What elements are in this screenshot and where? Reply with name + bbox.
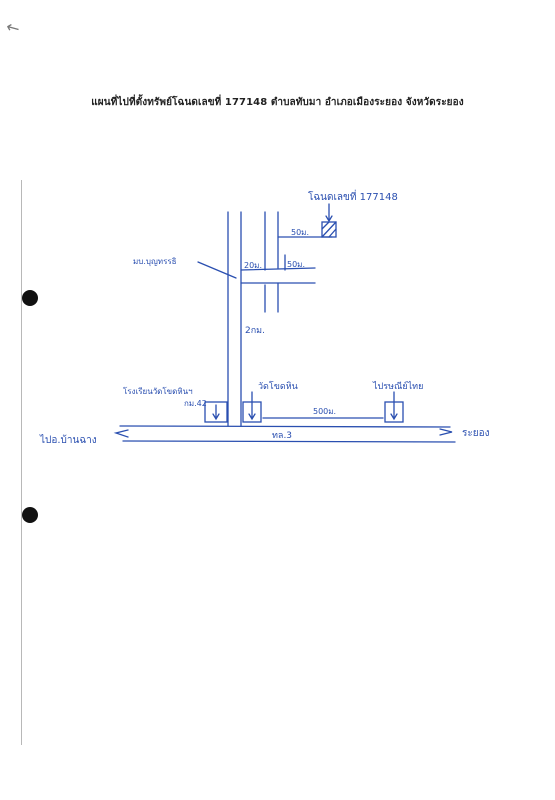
page-margin-line — [21, 180, 22, 745]
alley-pointer — [197, 261, 237, 279]
alley-label: มบ.บุญทรรธิ — [133, 257, 177, 266]
highway-top-edge — [119, 425, 451, 428]
highway-bottom-edge — [122, 440, 456, 443]
soi-top-edge — [240, 267, 316, 271]
binder-hole-bottom — [22, 507, 38, 523]
to-right-label: ระยอง — [462, 428, 490, 439]
landmark-left-box — [204, 401, 228, 423]
landmark-right-label: ไปรษณีย์ไทย — [372, 380, 423, 392]
arrow-left — [113, 429, 129, 438]
highway-label: ทล.3 — [272, 431, 292, 441]
binder-hole-top — [22, 290, 38, 306]
page-title: แผนที่ไปที่ตั้งทรัพย์โฉนดเลขที่ 177148 ต… — [91, 97, 464, 108]
landmark-mid-label: วัดโขดหิน — [258, 381, 298, 392]
landmark-left-line2: กม.42 — [184, 399, 207, 408]
dist-20: 20ม. — [244, 261, 262, 270]
dist-2km: 2กม. — [245, 326, 265, 336]
arrow-right — [439, 428, 453, 436]
landmark-left-line1: โรงเรียนวัดโขดหินฯ — [123, 386, 193, 396]
dist-50-top: 50ม. — [291, 228, 309, 237]
dist-500: 500ม. — [313, 407, 336, 416]
deed-label: โฉนดเลขที่ 177148 — [308, 189, 398, 203]
to-left-label: ไปอ.บ้านฉาง — [39, 434, 97, 446]
dist-50-right: 50ม. — [287, 260, 305, 269]
